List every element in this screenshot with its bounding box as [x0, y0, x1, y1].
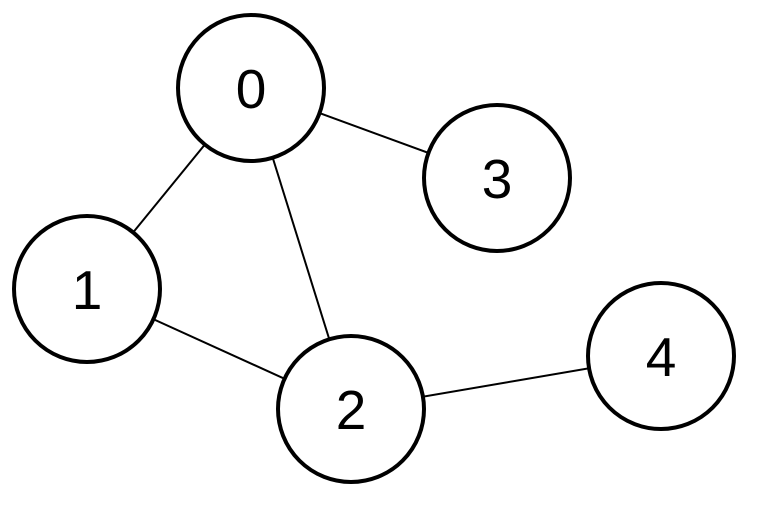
node-3-label: 3	[482, 148, 513, 210]
nodes-layer: 0 1 2 3 4	[12, 13, 736, 484]
node-3: 3	[422, 103, 572, 253]
node-0-circle	[176, 13, 326, 163]
node-3-circle	[422, 103, 572, 253]
node-4: 4	[586, 281, 736, 431]
node-4-label: 4	[646, 326, 677, 388]
node-4-circle	[586, 281, 736, 431]
node-0-label: 0	[236, 58, 267, 120]
node-2-label: 2	[336, 379, 367, 441]
node-0: 0	[176, 13, 326, 163]
node-2-circle	[276, 334, 426, 484]
node-1-label: 1	[72, 259, 103, 321]
node-1: 1	[12, 214, 162, 364]
node-1-circle	[12, 214, 162, 364]
node-2: 2	[276, 334, 426, 484]
